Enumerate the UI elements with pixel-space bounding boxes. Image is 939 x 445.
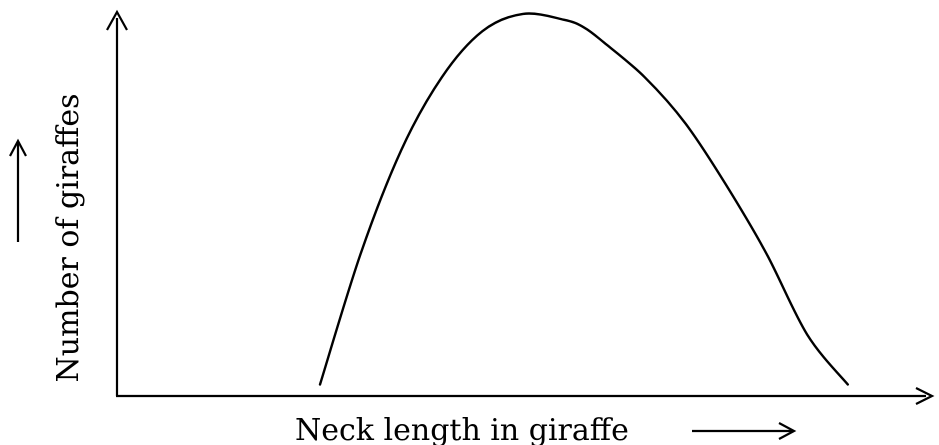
series-curve <box>318 12 849 386</box>
x-axis-arrowhead <box>915 387 935 405</box>
y-label-arrow-head <box>9 138 27 157</box>
x-axis-label: Neck length in giraffe <box>295 413 629 445</box>
x-label-arrow-head <box>778 422 797 440</box>
y-axis-label: Number of giraffes <box>51 93 86 382</box>
y-axis-arrowhead <box>106 9 128 31</box>
